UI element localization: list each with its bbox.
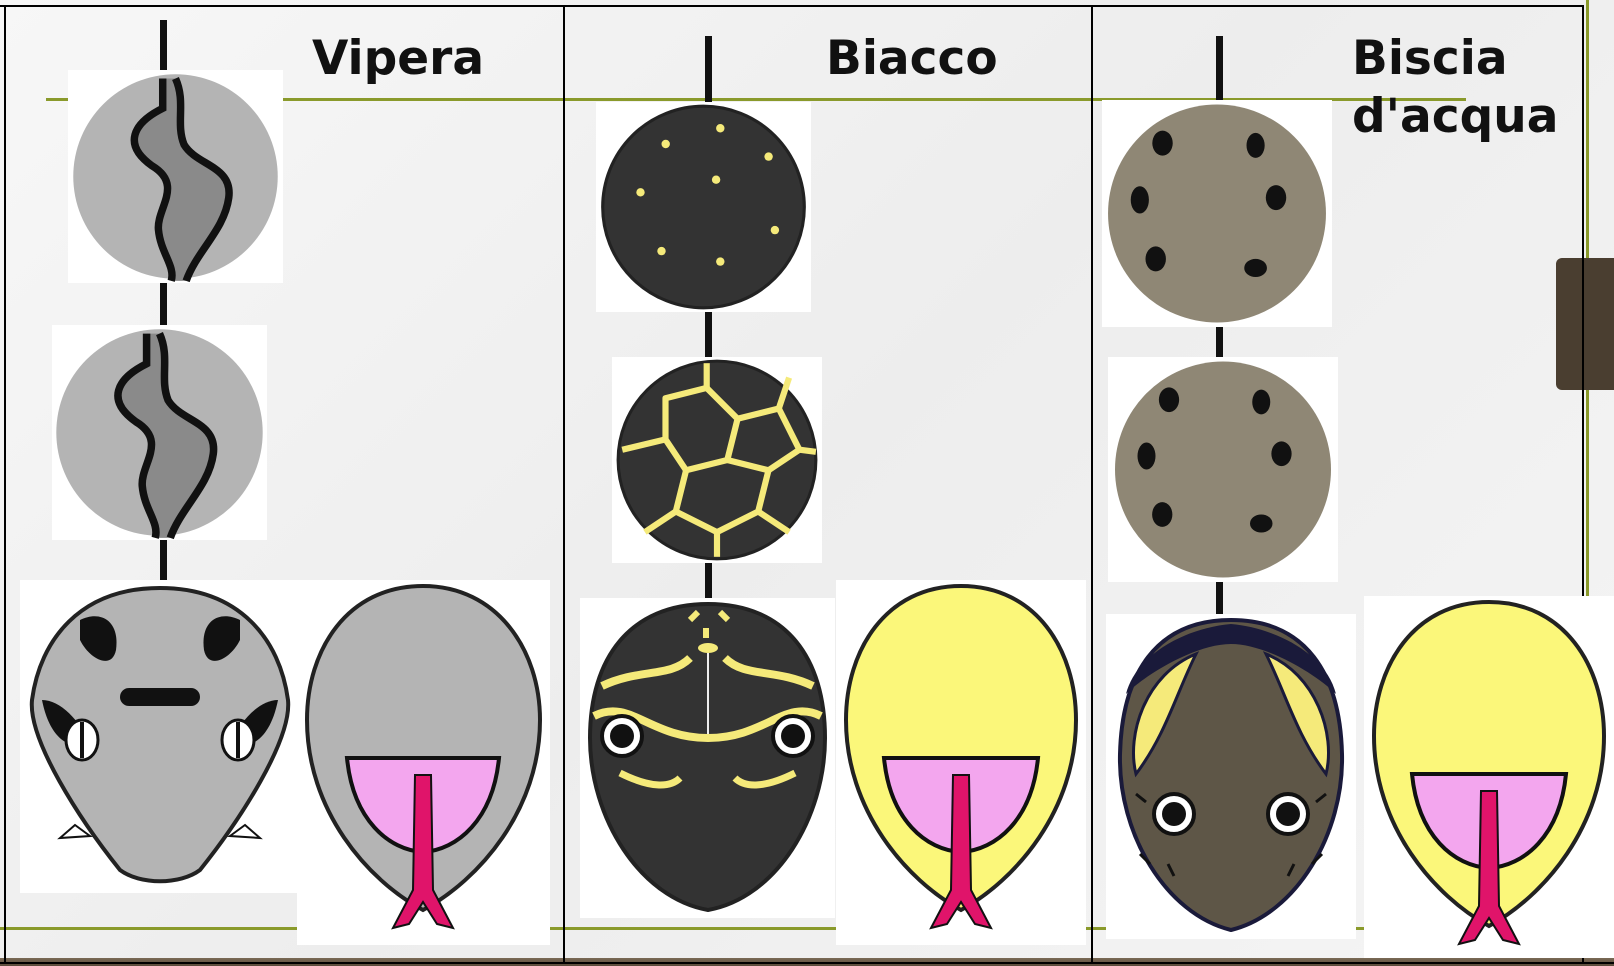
biacco-dorsal-scale-net [612,357,822,563]
column-title-biscia: Biscia d'acqua [1352,30,1558,146]
biscia-head-ventral [1364,596,1614,958]
biscia-dorsal-scale-1 [1102,100,1332,327]
vipera-stem-top [160,20,167,70]
vipera-stem-mid [160,280,167,325]
table-frame-left [4,5,6,963]
biacco-stem-mid [705,312,712,357]
table-divider-2 [1091,5,1093,963]
biacco-head-dorsal [580,598,835,918]
vipera-dorsal-scale-1 [68,70,283,283]
column-title-vipera: Vipera [312,30,484,88]
table-divider-1 [563,5,565,963]
biscia-stem-low [1216,580,1223,616]
table-frame-top [0,5,1584,7]
biacco-head-ventral [836,580,1086,945]
biacco-stem-low [705,562,712,598]
biscia-head-dorsal [1106,614,1356,939]
vipera-stem-low [160,535,167,580]
biscia-stem-top [1216,36,1223,102]
side-tab [1556,258,1614,390]
vipera-head-ventral [297,580,550,945]
biacco-stem-top [705,36,712,102]
vipera-head-dorsal [20,580,300,893]
table-frame-bottom [0,962,1614,964]
biacco-dorsal-scale-dots [596,102,811,312]
biscia-stem-mid [1216,327,1223,357]
column-title-biacco: Biacco [826,30,998,88]
biscia-dorsal-scale-2 [1108,357,1338,582]
vipera-dorsal-scale-2 [52,325,267,540]
